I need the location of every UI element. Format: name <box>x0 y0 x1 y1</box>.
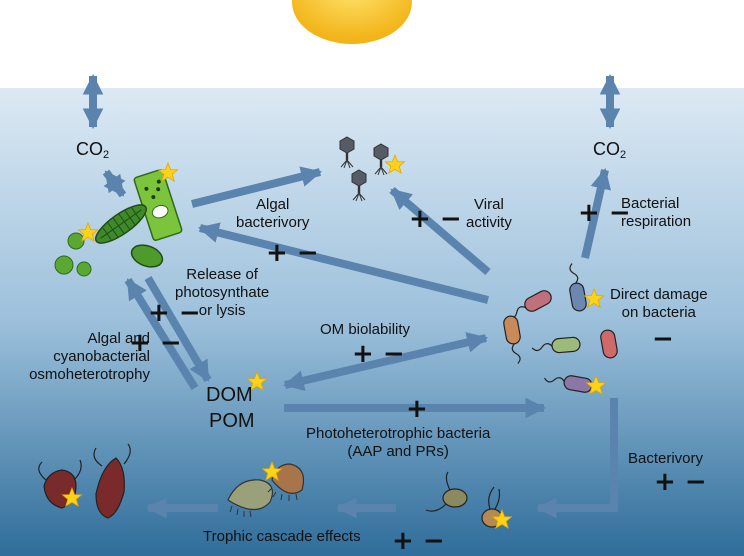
cyanobacteria-cell-icon <box>76 261 92 277</box>
om-biolability-label: OM biolability <box>320 321 411 338</box>
algal-bacterivory-sign: + − <box>266 238 319 268</box>
bacterial-respiration-label: Bacterial respiration <box>621 195 692 230</box>
algal-bacterivory-label: Algal bacterivory <box>236 196 310 231</box>
bacterial-respiration-sign: + − <box>578 198 631 228</box>
bacterium-icon <box>531 336 581 354</box>
co2-label-right: CO2 <box>593 139 627 161</box>
rotifer-icon <box>95 457 125 519</box>
viral-activity-sign: + − <box>409 204 462 234</box>
bacteria-to-algae-arrow <box>197 222 489 304</box>
bacteria-group <box>503 263 618 395</box>
bacterial-respiration-arrow <box>581 167 611 259</box>
photoheterotrophic-sign: + <box>406 394 428 424</box>
sun-icon <box>292 0 412 44</box>
bacterium-icon <box>543 375 593 393</box>
bacterivory-arrow <box>535 398 618 519</box>
om-biolability-sign: + − <box>352 339 405 369</box>
release-photosynthate-label: Release of photosynthate or lysis <box>175 266 270 319</box>
pennate-diatom-icon <box>95 204 147 244</box>
pom-label: POM <box>209 410 255 432</box>
ciliate-icon <box>227 479 273 511</box>
viral-activity-label: Viral activity <box>466 196 512 231</box>
direct-damage-label: Direct damage on bacteria <box>610 286 708 321</box>
bacterium-icon <box>503 315 521 364</box>
grazer-group <box>38 443 131 519</box>
osmoheterotrophy-arrow <box>124 277 199 391</box>
viral-activity-arrow <box>389 186 491 276</box>
trophic-cascade-sign: + − <box>392 526 445 556</box>
bacterium-icon <box>600 329 618 359</box>
algal-osmoheterotrophy-sign: + − <box>129 328 182 358</box>
ciliate-icon <box>271 463 305 494</box>
bacterivory-label: Bacterivory <box>628 450 704 467</box>
co2-label-left: CO2 <box>76 139 110 161</box>
om-biolability-arrow <box>282 332 489 391</box>
cyanobacteria-cell-icon <box>54 255 74 275</box>
dom-label: DOM <box>206 384 253 406</box>
release-photosynthate-arrow <box>144 275 212 383</box>
phytoplankton-group <box>54 162 183 277</box>
release-photosynthate-sign: + − <box>148 298 201 328</box>
cyanobacteria-cell-icon <box>67 232 85 250</box>
algae-co2-arrow <box>102 169 127 198</box>
green-alga-icon <box>130 244 164 268</box>
algal-osmoheterotrophy-label: Algal and cyanobacterial osmoheterotroph… <box>29 330 150 383</box>
bacterivory-sign: + − <box>654 467 707 497</box>
flagellate-icon <box>442 488 468 508</box>
ciliate-group <box>227 461 305 518</box>
direct-damage-sign: − <box>652 324 674 354</box>
algal-bacterivory-arrow <box>191 166 323 208</box>
photoheterotrophic-label: Photoheterotrophic bacteria (AAP and PRs… <box>306 425 491 460</box>
flagellate-group <box>425 471 512 529</box>
trophic-cascade-label: Trophic cascade effects <box>203 528 361 545</box>
